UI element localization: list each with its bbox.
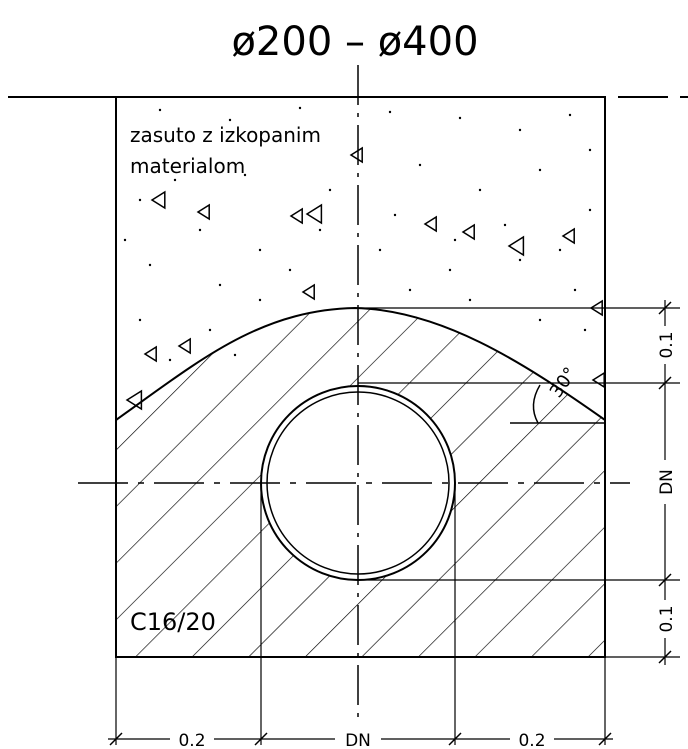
stipple-dot xyxy=(208,328,212,332)
dim-ticks-bottom xyxy=(109,732,612,746)
stipple-dot xyxy=(218,283,222,287)
stipple-dot xyxy=(233,353,237,357)
stipple-dot xyxy=(288,268,292,272)
stipple-dot xyxy=(328,188,332,192)
aggregate-triangle xyxy=(177,337,191,355)
stipple-dot xyxy=(568,113,572,117)
dim-label-bg-bottom-left xyxy=(170,730,214,748)
stipple-dot xyxy=(168,358,172,362)
dim-label-bottom-right: 0.2 xyxy=(518,731,545,749)
dim-label-bg-bottom-middle xyxy=(335,730,381,748)
aggregate-triangle xyxy=(461,223,475,241)
aggregate-triangle xyxy=(196,203,210,221)
drawing-title: ø200 – ø400 xyxy=(231,19,478,65)
stipple-dot xyxy=(318,228,322,232)
aggregate-triangle xyxy=(423,215,437,233)
stipple-dot xyxy=(138,318,142,322)
dim-label-bg-bottom-right xyxy=(510,730,554,748)
dim-label-right-middle: DN xyxy=(657,469,677,495)
stipple-dot xyxy=(558,248,562,252)
dim-label-bottom-middle: DN xyxy=(345,731,371,749)
stipple-dot xyxy=(258,248,262,252)
stipple-dot xyxy=(123,238,127,242)
backfill-aggregates xyxy=(125,146,605,411)
stipple-dot xyxy=(453,238,457,242)
dim-ticks-right xyxy=(658,301,672,664)
stipple-dot xyxy=(378,248,382,252)
concrete-class-label: C16/20 xyxy=(130,608,216,636)
aggregate-triangle xyxy=(125,389,143,411)
stipple-dot xyxy=(588,148,592,152)
aggregate-triangle xyxy=(143,345,157,363)
dim-label-right-top: 0.1 xyxy=(657,331,677,358)
aggregate-triangle xyxy=(305,203,323,225)
dim-label-bg-right-middle xyxy=(656,460,676,504)
stipple-dot xyxy=(538,318,542,322)
stipple-dot xyxy=(138,198,142,202)
aggregate-triangle xyxy=(507,235,525,257)
aggregate-triangle xyxy=(289,207,303,225)
stipple-dot xyxy=(408,288,412,292)
stipple-dot xyxy=(173,178,177,182)
stipple-dot xyxy=(518,258,522,262)
stipple-dot xyxy=(158,108,162,112)
stipple-dot xyxy=(588,208,592,212)
stipple-dot xyxy=(503,223,507,227)
stipple-dot xyxy=(468,298,472,302)
aggregate-triangle xyxy=(349,146,363,164)
stipple-dot xyxy=(458,116,462,120)
stipple-dot xyxy=(148,263,152,267)
backfill-label-line2: materialom xyxy=(130,154,245,178)
dim-label-bottom-left: 0.2 xyxy=(178,731,205,749)
stipple-dot xyxy=(583,328,587,332)
stipple-dot xyxy=(228,118,232,122)
dim-label-bg-right-bottom xyxy=(656,600,676,638)
angle-arc xyxy=(532,384,541,424)
aggregate-triangle xyxy=(561,227,575,245)
backfill-label-line1: zasuto z izkopanim xyxy=(130,123,321,147)
stipple-dot xyxy=(448,268,452,272)
aggregate-triangle xyxy=(301,283,315,301)
stipple-dot xyxy=(538,168,542,172)
stipple-dot xyxy=(298,106,302,110)
stipple-dot xyxy=(198,228,202,232)
stipple-dot xyxy=(243,173,247,177)
dim-label-bg-right-top xyxy=(656,326,676,364)
stipple-dot xyxy=(418,163,422,167)
stipple-dot xyxy=(573,288,577,292)
aggregate-triangle xyxy=(591,371,605,389)
stipple-dot xyxy=(478,188,482,192)
stipple-dot xyxy=(518,128,522,132)
stipple-dot xyxy=(258,298,262,302)
stipple-dot xyxy=(393,213,397,217)
backfill-stipple xyxy=(123,106,592,362)
aggregate-triangle xyxy=(150,190,166,210)
dim-label-right-bottom: 0.1 xyxy=(657,605,677,632)
stipple-dot xyxy=(388,110,392,114)
